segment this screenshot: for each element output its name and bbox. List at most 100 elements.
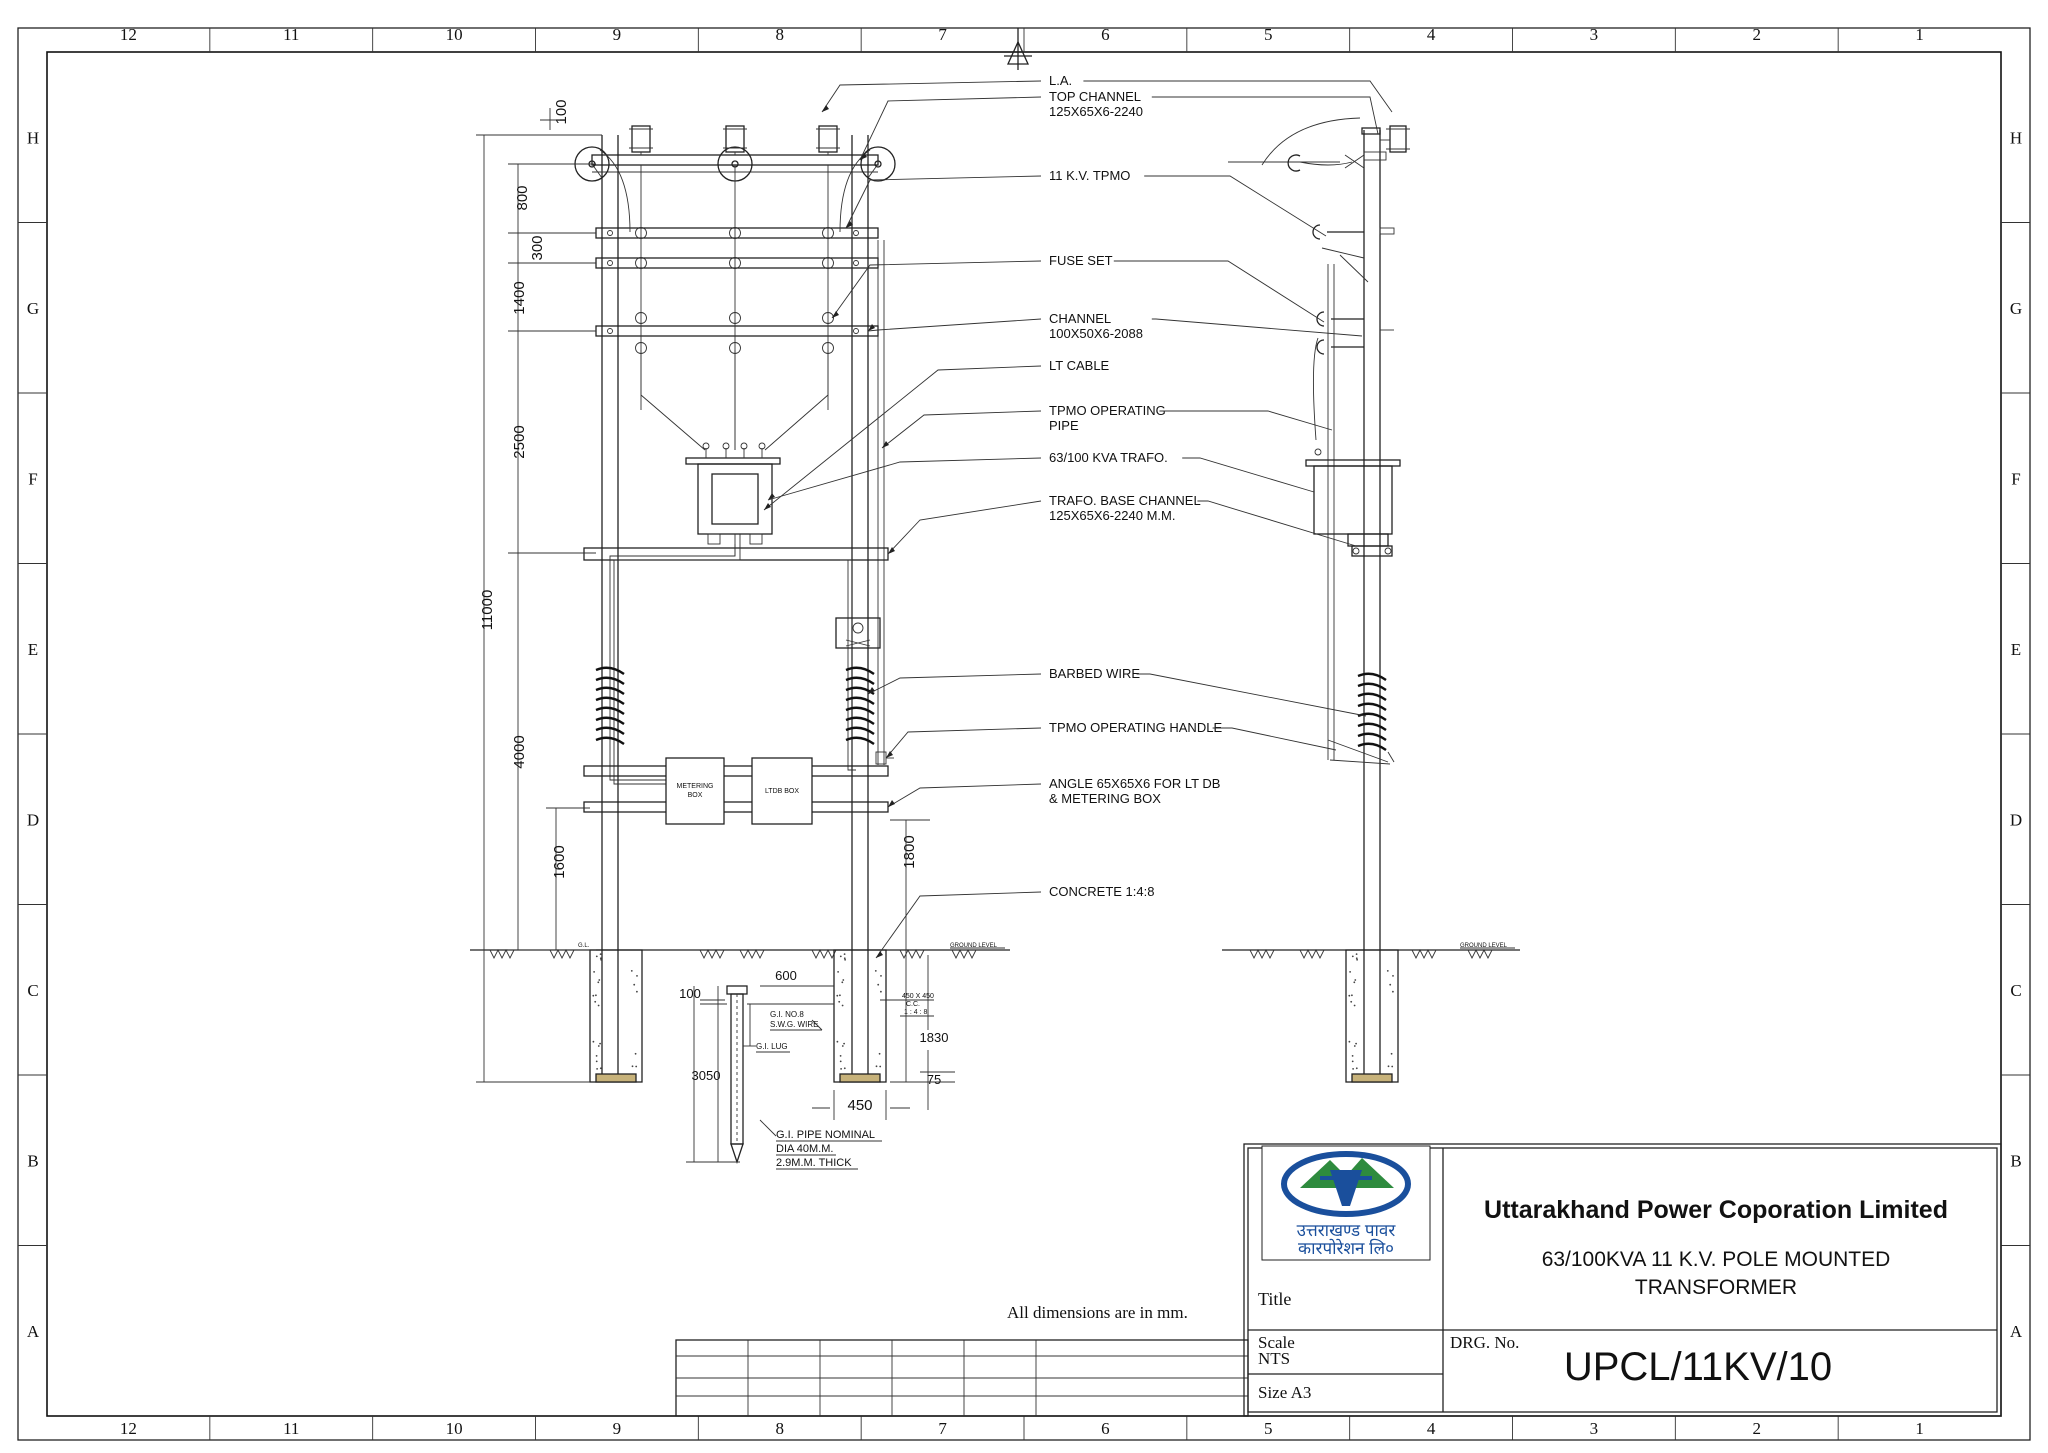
coil-turn: [845, 696, 875, 705]
barbed-wire-left: [595, 666, 625, 745]
insulator: [635, 257, 647, 269]
side-barbed-wire: [1357, 672, 1387, 751]
gi-wire-label-2: S.W.G. WIRE: [770, 1020, 818, 1029]
column-label-top: 8: [776, 25, 785, 44]
callout-label-handle: TPMO OPERATING HANDLE: [1049, 720, 1222, 735]
column-label-top: 7: [938, 25, 947, 44]
coil-turn: [1357, 682, 1387, 691]
callout-leader-side: [1151, 318, 1363, 337]
callout-label-top_channel: TOP CHANNEL: [1049, 89, 1141, 104]
callout-leader: [845, 175, 1042, 229]
transformer: [685, 442, 781, 545]
side-handle: [1327, 739, 1395, 765]
dim-11000: 11000: [479, 590, 496, 631]
callout-label-angle: ANGLE 65X65X6 FOR LT DB: [1049, 776, 1220, 791]
earthing-labels: 450 X 450 C.C. 1 : 4 : 8 G.I. NO.8 S.W.G…: [756, 993, 934, 1170]
coil-turn: [1357, 732, 1387, 741]
callout-label-angle: & METERING BOX: [1049, 791, 1161, 806]
dim-1830: 1830: [920, 1030, 949, 1045]
gl-label: G.L.: [578, 943, 590, 949]
row-label-left: B: [27, 1151, 38, 1170]
column-label-top: 6: [1101, 25, 1110, 44]
title-block: उत्तराखण्ड पावर कारपोरेशन लि० Title Utta…: [1243, 1143, 2002, 1417]
coil-turn: [595, 666, 625, 675]
row-label-right: B: [2010, 1151, 2021, 1170]
row-label-left: A: [27, 1322, 40, 1341]
drg-number: UPCL/11KV/10: [1564, 1345, 1832, 1389]
callout-leader-side: [1182, 457, 1315, 493]
company-name: Uttarakhand Power Coporation Limited: [1484, 1196, 1948, 1224]
column-label-top: 4: [1427, 25, 1436, 44]
column-label-top: 9: [613, 25, 622, 44]
grass-mark: [899, 948, 925, 960]
side-fuse: [1312, 264, 1394, 760]
coil-turn: [845, 736, 875, 745]
callout-leader: [767, 457, 1042, 501]
front-elevation: METERING BOX LTDB BOX G.L. GROUND LEVEL: [470, 125, 1010, 1165]
callout-leader-side: [1083, 80, 1393, 113]
column-label-top: 3: [1590, 25, 1599, 44]
side-elevation: GROUND LEVEL: [1222, 117, 1520, 1083]
metering-box: METERING BOX: [665, 757, 725, 825]
callout-label-channel: 100X50X6-2088: [1049, 326, 1143, 341]
size-label: Size A3: [1258, 1383, 1311, 1402]
coil-turn: [845, 666, 875, 675]
callout-label-base_channel: TRAFO. BASE CHANNEL: [1049, 493, 1201, 508]
callout-label-la: L.A.: [1049, 73, 1072, 88]
side-tpmo: [1312, 224, 1395, 283]
left-pole: [601, 135, 619, 1082]
ground-level-front: G.L. GROUND LEVEL: [470, 943, 1010, 960]
column-label-top: 12: [120, 25, 137, 44]
title-label: Title: [1258, 1289, 1291, 1309]
row-label-left: F: [28, 469, 37, 488]
side-la: [1361, 125, 1410, 153]
insulator: [822, 257, 834, 269]
callout-leader: [887, 500, 1042, 555]
bolt: [607, 328, 613, 334]
coil-turn: [595, 716, 625, 725]
drawing-title-2: TRANSFORMER: [1635, 1276, 1797, 1299]
barbed-wire-right: [845, 666, 875, 745]
column-label-bottom: 4: [1427, 1419, 1436, 1438]
coil-turn: [845, 706, 875, 715]
grass-mark: [489, 948, 515, 960]
coil-turn: [845, 716, 875, 725]
side-transformer: [1305, 448, 1401, 547]
coil-turn: [595, 676, 625, 685]
dim-1400: 1400: [511, 281, 528, 314]
dim-2500: 2500: [511, 425, 528, 458]
row-label-left: E: [28, 640, 38, 659]
coil-turn: [595, 686, 625, 695]
foundation-label-2: C.C.: [906, 1001, 920, 1008]
column-label-bottom: 9: [613, 1419, 622, 1438]
row-label-right: A: [2010, 1322, 2023, 1341]
metering-box-label-1: METERING: [677, 783, 714, 790]
drawing-title-1: 63/100KVA 11 K.V. POLE MOUNTED: [1542, 1248, 1891, 1271]
column-label-top: 11: [283, 25, 299, 44]
grass-mark: [549, 948, 575, 960]
callout-leader-side: [1151, 96, 1379, 135]
grass-mark: [811, 948, 837, 960]
column-label-top: 1: [1915, 25, 1924, 44]
dim-1600: 1600: [551, 845, 568, 878]
bolt: [853, 260, 859, 266]
row-label-left: C: [27, 981, 38, 1000]
column-label-top: 10: [446, 25, 463, 44]
lt-db-angles: [583, 765, 889, 813]
callout-label-concrete: CONCRETE 1:4:8: [1049, 884, 1154, 899]
trafo-base-channel: [583, 544, 889, 561]
side-base-channel: [1351, 545, 1393, 557]
dimension-lines: [540, 108, 955, 1163]
column-label-bottom: 7: [938, 1419, 947, 1438]
gi-pipe-label-3: 2.9M.M. THICK: [776, 1157, 852, 1169]
callout-label-channel: CHANNEL: [1049, 311, 1111, 326]
column-label-top: 5: [1264, 25, 1273, 44]
row-label-right: E: [2011, 640, 2021, 659]
dim-600: 600: [775, 968, 797, 983]
cross-arms: [595, 149, 879, 451]
callout-label-top_channel: 125X65X6-2240: [1049, 104, 1143, 119]
insulator: [729, 257, 741, 269]
